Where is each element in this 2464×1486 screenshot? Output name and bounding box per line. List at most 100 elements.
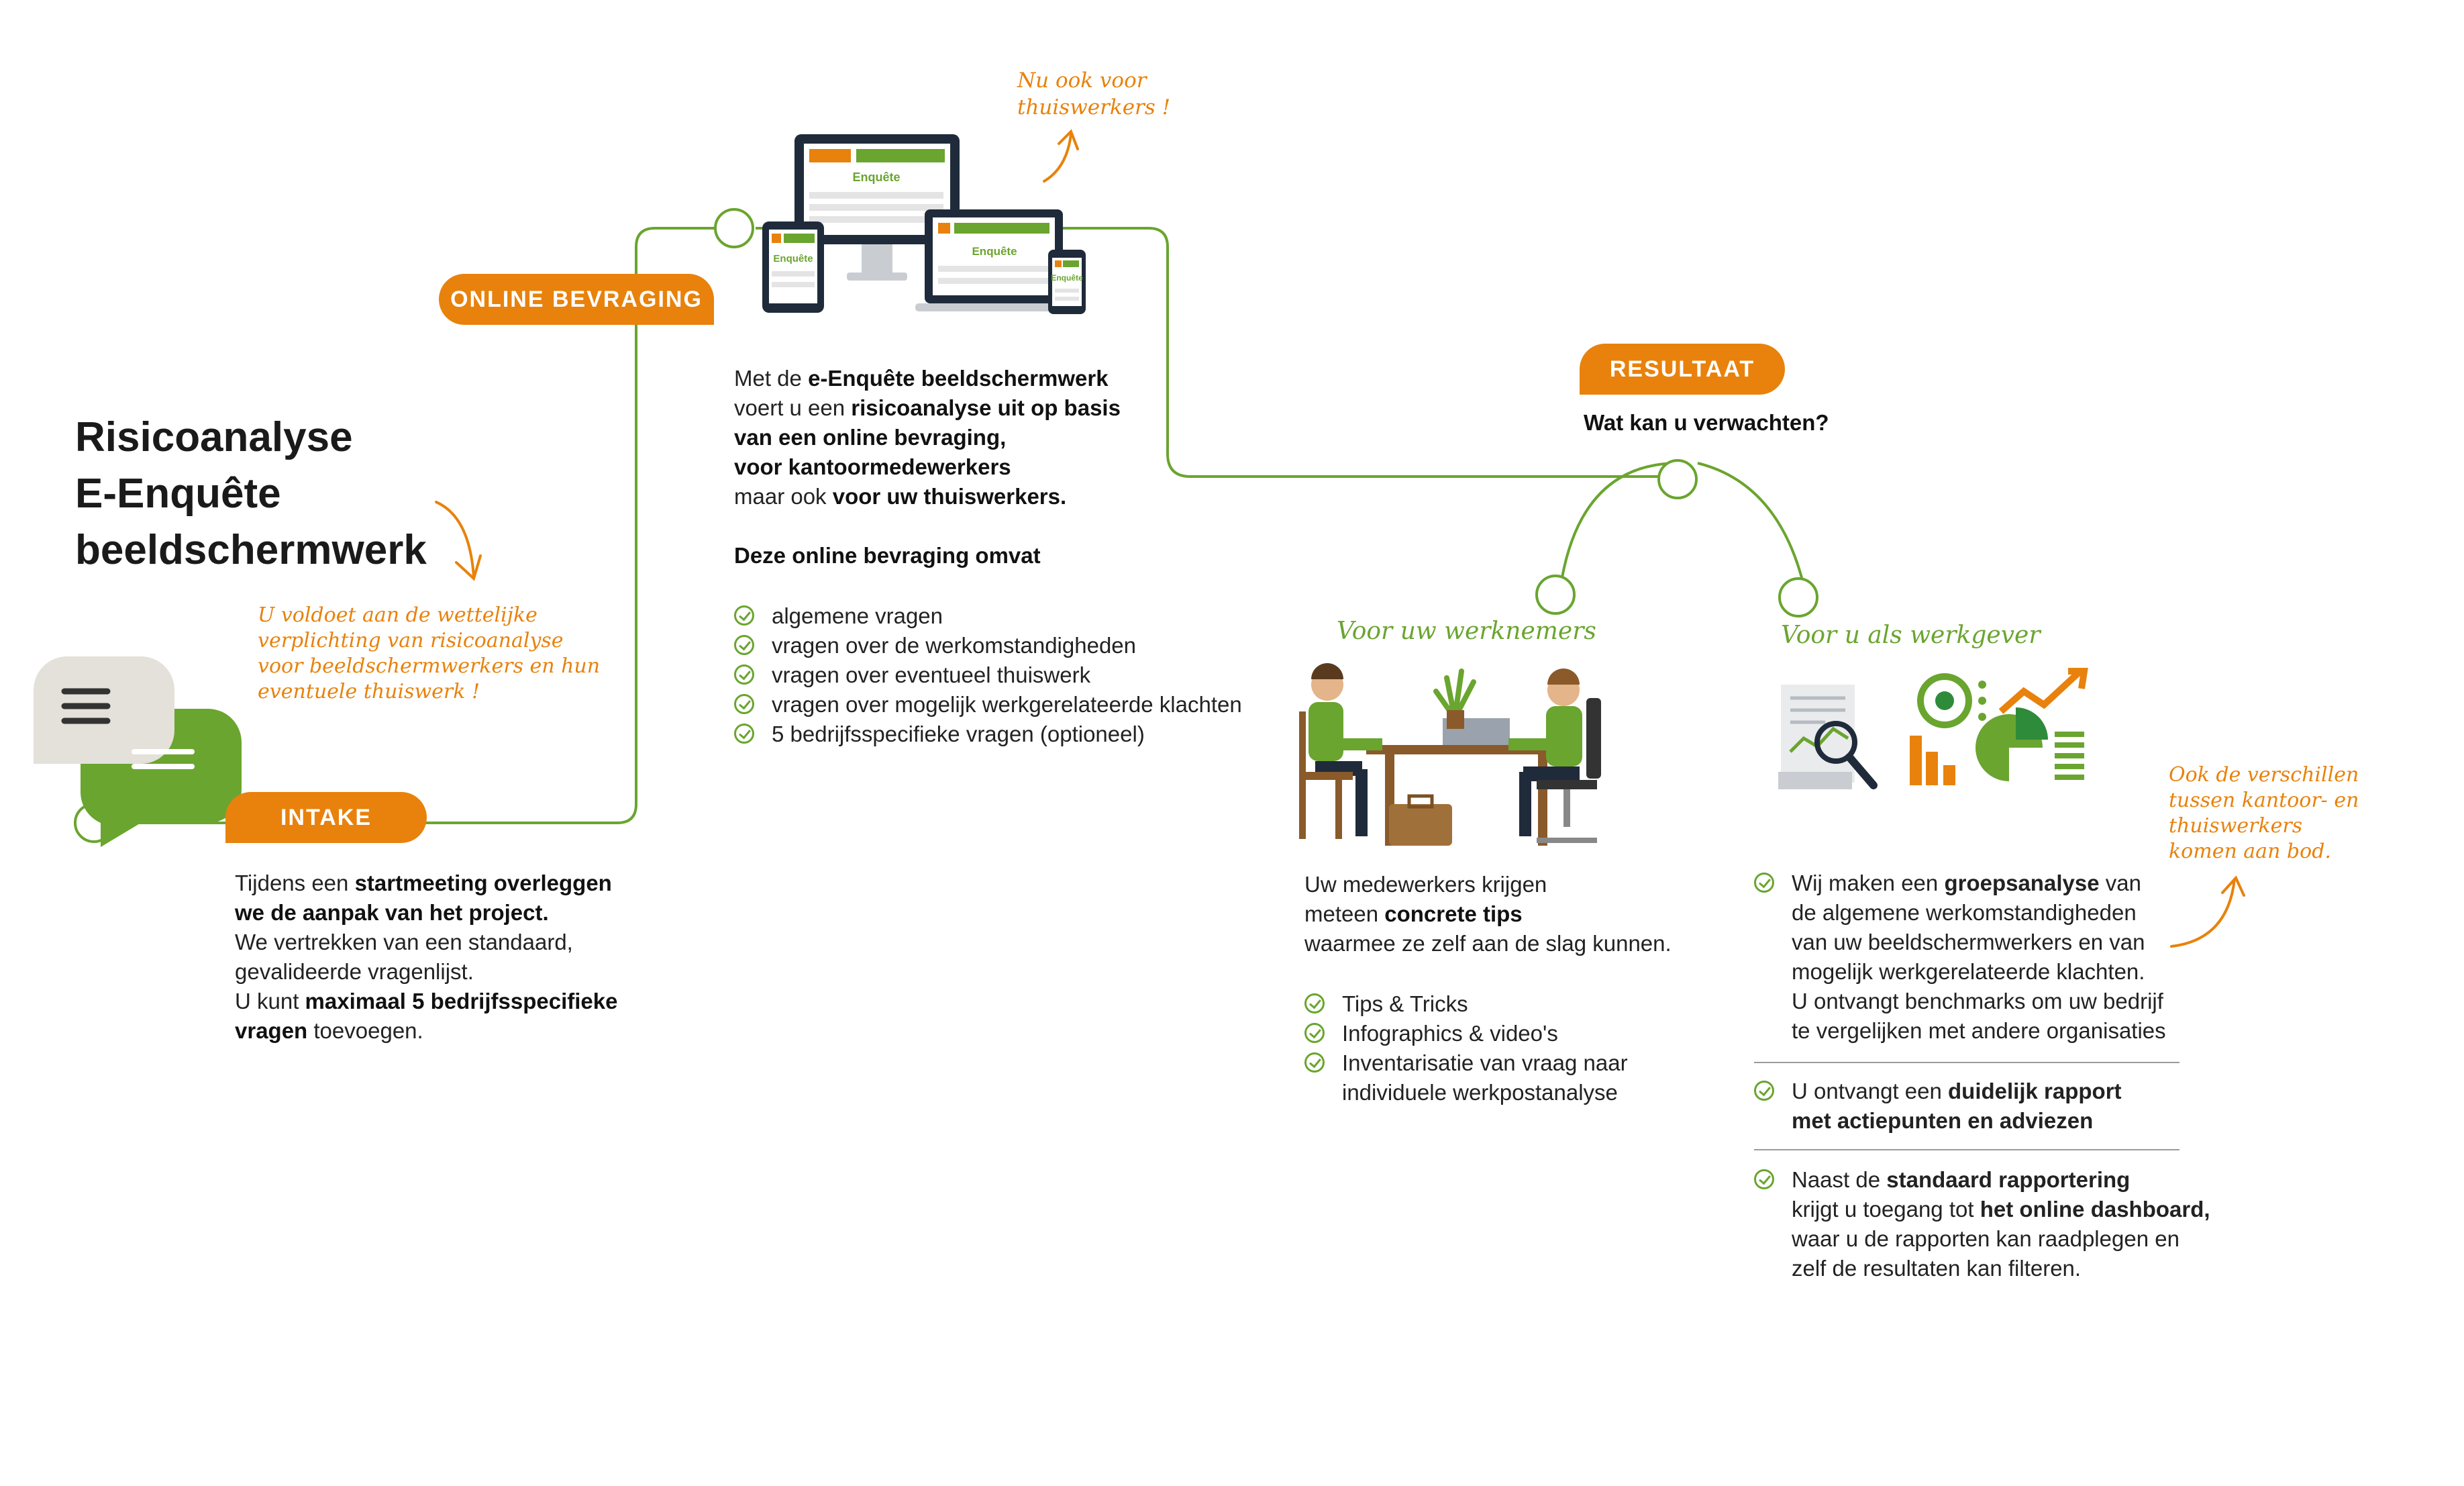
node-employer bbox=[1778, 577, 1818, 617]
differences-note: Ook de verschillen tussen kantoor- en th… bbox=[2169, 762, 2359, 864]
arrow-diff-note bbox=[2170, 875, 2245, 948]
devices-icon: Enquête Enquête Enquête Enquête bbox=[762, 134, 1086, 314]
list-item-text: individuele werkpostanalyse bbox=[1342, 1080, 1618, 1105]
online-checklist: algemene vragen vragen over de werkomsta… bbox=[734, 601, 1242, 749]
list-item-text: Infographics & video's bbox=[1342, 1021, 1558, 1046]
check-icon bbox=[1304, 1023, 1325, 1043]
list-item-text: algemene vragen bbox=[772, 603, 943, 628]
list-item-text: vragen over de werkomstandigheden bbox=[772, 633, 1137, 658]
list-item: Inventarisatie van vraag naar individuele… bbox=[1304, 1048, 1628, 1107]
diff-note-line: komen aan bod. bbox=[2169, 840, 2331, 863]
node-result bbox=[1657, 459, 1698, 499]
legal-note: U voldoet aan de wettelijke verplichting… bbox=[258, 603, 600, 705]
intake-text-bold: startmeeting overleggen bbox=[354, 871, 612, 895]
list-item: vragen over de werkomstandigheden bbox=[734, 631, 1242, 660]
screen-label-desktop: Enquête bbox=[852, 170, 900, 184]
home-note-line: thuiswerkers ! bbox=[1017, 95, 1171, 119]
employer-heading: Voor u als werkgever bbox=[1781, 622, 2041, 649]
employees-heading: Voor uw werknemers bbox=[1337, 617, 1596, 645]
online-text: Met de bbox=[734, 366, 809, 391]
employees-checklist: Tips & Tricks Infographics & video's Inv… bbox=[1304, 989, 1628, 1107]
step-label-online: ONLINE BEVRAGING bbox=[439, 274, 714, 325]
employees-text: meteen bbox=[1304, 901, 1385, 926]
online-text-bold: risicoanalyse uit op basis bbox=[851, 395, 1121, 420]
list-item-text: vragen over eventueel thuiswerk bbox=[772, 662, 1091, 687]
check-icon bbox=[734, 635, 754, 655]
intake-text: U kunt bbox=[235, 989, 305, 1013]
check-icon bbox=[1304, 1052, 1325, 1073]
title-line-1: Risicoanalyse bbox=[75, 414, 353, 460]
list-item: vragen over mogelijk werkgerelateerde kl… bbox=[734, 690, 1242, 720]
employees-text: Uw medewerkers krijgen bbox=[1304, 872, 1547, 897]
node-employees bbox=[1535, 575, 1576, 615]
check-icon bbox=[1754, 1081, 1774, 1101]
online-subheading: Deze online bevraging omvat bbox=[734, 543, 1041, 568]
online-text-bold: voor uw thuiswerkers. bbox=[832, 484, 1067, 509]
online-text-bold: voor kantoormedewerkers bbox=[734, 454, 1011, 479]
legal-note-line: eventuele thuiswerk ! bbox=[258, 680, 480, 703]
list-item: Infographics & video's bbox=[1304, 1019, 1628, 1048]
legal-note-line: U voldoet aan de wettelijke bbox=[258, 603, 537, 627]
intake-text-bold: we de aanpak van het project. bbox=[235, 900, 549, 925]
arrow-home-note bbox=[1043, 129, 1079, 183]
employer-text: Naast de bbox=[1792, 1167, 1887, 1192]
legal-note-line: voor beeldschermwerkers en hun bbox=[258, 654, 601, 678]
result-question: Wat kan u verwachten? bbox=[1584, 410, 1829, 435]
chat-bubbles-icon bbox=[34, 656, 242, 847]
intake-text: Tijdens een bbox=[235, 871, 355, 895]
list-item-text: 5 bedrijfsspecifieke vragen (optioneel) bbox=[772, 722, 1145, 746]
employer-text: te vergelijken met andere organisaties bbox=[1792, 1018, 2166, 1043]
list-item: Tips & Tricks bbox=[1304, 989, 1628, 1019]
page-title: Risicoanalyse E-Enquête beeldschermwerk bbox=[75, 409, 427, 579]
list-item-text: Inventarisatie van vraag naar bbox=[1342, 1050, 1628, 1075]
meeting-illustration bbox=[1299, 663, 1601, 846]
flow-line bbox=[111, 227, 1805, 824]
divider bbox=[1754, 1149, 2179, 1150]
employer-text-bold: groepsanalyse bbox=[1944, 871, 2100, 895]
employer-text-bold: met actiepunten en adviezen bbox=[1792, 1108, 2094, 1133]
step-label-result: RESULTAAT bbox=[1580, 344, 1785, 395]
employer-text: van bbox=[2099, 871, 2141, 895]
employees-text: waarmee ze zelf aan de slag kunnen. bbox=[1304, 931, 1672, 956]
screen-label-phone: Enquête bbox=[1051, 273, 1083, 283]
check-icon bbox=[1754, 873, 1774, 893]
employees-description: Uw medewerkers krijgen meteen concrete t… bbox=[1304, 870, 1672, 958]
divider bbox=[1754, 1062, 2179, 1063]
list-item: algemene vragen bbox=[734, 601, 1242, 631]
check-icon bbox=[734, 605, 754, 626]
online-text: voert u een bbox=[734, 395, 852, 420]
arrow-title bbox=[435, 501, 482, 581]
employer-text: waar u de rapporten kan raadplegen en bbox=[1792, 1226, 2179, 1251]
home-note-line: Nu ook voor bbox=[1017, 68, 1147, 93]
intake-description: Tijdens een startmeeting overleggen we d… bbox=[235, 869, 617, 1046]
employer-text: Wij maken een bbox=[1792, 871, 1945, 895]
online-text: maar ook bbox=[734, 484, 833, 509]
intake-text-bold: maximaal 5 bedrijfsspecifieke bbox=[305, 989, 618, 1013]
diff-note-line: thuiswerkers bbox=[2169, 814, 2303, 838]
node-online bbox=[714, 208, 754, 248]
list-item-text: vragen over mogelijk werkgerelateerde kl… bbox=[772, 692, 1242, 717]
intake-text: gevalideerde vragenlijst. bbox=[235, 959, 474, 984]
list-item: 5 bedrijfsspecifieke vragen (optioneel) bbox=[734, 720, 1242, 749]
intake-text-bold: vragen bbox=[235, 1018, 308, 1043]
check-icon bbox=[1304, 993, 1325, 1013]
online-text-bold: e-Enquête beeldschermwerk bbox=[808, 366, 1109, 391]
screen-label-tablet: Enquête bbox=[773, 253, 813, 264]
title-line-2: E-Enquête bbox=[75, 470, 281, 517]
title-line-3: beeldschermwerk bbox=[75, 527, 427, 573]
diff-note-line: Ook de verschillen bbox=[2169, 763, 2359, 787]
diff-note-line: tussen kantoor- en bbox=[2169, 789, 2359, 812]
step-label-intake: INTAKE bbox=[225, 792, 427, 843]
check-icon bbox=[734, 664, 754, 685]
employer-text-bold: het online dashboard, bbox=[1980, 1197, 2210, 1222]
check-icon bbox=[734, 694, 754, 714]
online-text-bold: van een online bevraging, bbox=[734, 425, 1007, 450]
employer-text: mogelijk werkgerelateerde klachten. bbox=[1792, 959, 2145, 984]
employer-text-bold: standaard rapportering bbox=[1886, 1167, 2131, 1192]
employer-text-bold: duidelijk rapport bbox=[1948, 1079, 2122, 1103]
